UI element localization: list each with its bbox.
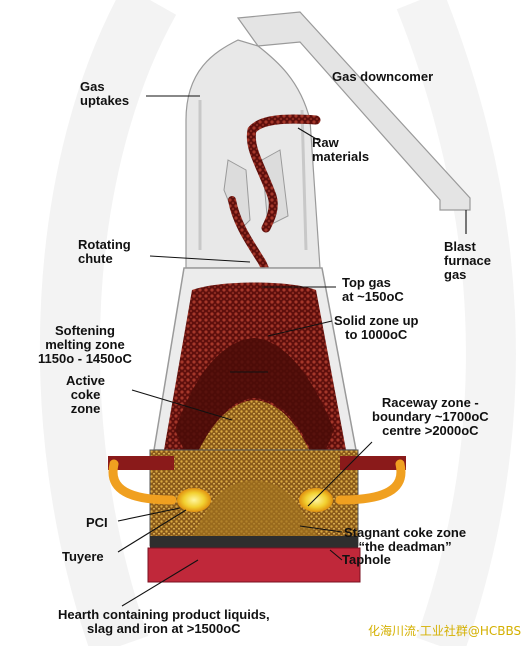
label-gas-uptakes: Gas uptakes: [80, 79, 130, 108]
background-swirl-right: [396, 0, 516, 646]
tuyere-pipe-right: [335, 459, 406, 505]
watermark-text: 化海川流·工业社群@HCBBS: [368, 624, 522, 638]
bustle-pipe-left: [108, 456, 174, 470]
hopper-right: [261, 149, 289, 227]
label-pci: PCI: [86, 515, 108, 530]
background-swirl-left: [39, 0, 177, 646]
label-stagnant-coke-zone: Stagnant coke zone “the deadman”: [344, 525, 467, 554]
deadman-cone: [190, 480, 320, 540]
leader-lines: [117, 95, 467, 607]
softening-melting-zone: [175, 338, 334, 468]
label-taphole: Taphole: [342, 552, 391, 567]
hearth-iron: [147, 547, 361, 583]
gas-downcomer-pipe: [236, 11, 471, 211]
label-gas-downcomer: Gas downcomer: [332, 69, 434, 84]
label-rotating-chute: Rotating chute: [78, 237, 131, 266]
raw-materials-stream: [246, 114, 321, 233]
gas-uptake-right: [300, 109, 308, 251]
label-softening-melting-zone: Softening melting zone 1150o - 1450oC: [38, 323, 132, 366]
raceway-flame-left: [177, 488, 211, 512]
tuyere-pipe-left: [108, 459, 177, 505]
label-raw-materials: Raw materials: [312, 135, 370, 164]
raceway-flame-right: [299, 488, 333, 512]
label-active-coke-zone: Active coke zone: [66, 373, 106, 416]
label-tuyere: Tuyere: [62, 549, 104, 564]
label-solid-zone: Solid zone up to 1000oC: [334, 313, 419, 342]
slag-layer: [150, 536, 358, 548]
label-top-gas: Top gas at ~150oC: [342, 275, 404, 304]
label-blast-furnace-gas: Blast furnace gas: [444, 239, 491, 282]
label-hearth: Hearth containing product liquids, slag …: [58, 607, 270, 636]
label-raceway-zone: Raceway zone - boundary ~1700oC centre >…: [372, 395, 489, 438]
bustle-pipe-right: [340, 456, 406, 470]
